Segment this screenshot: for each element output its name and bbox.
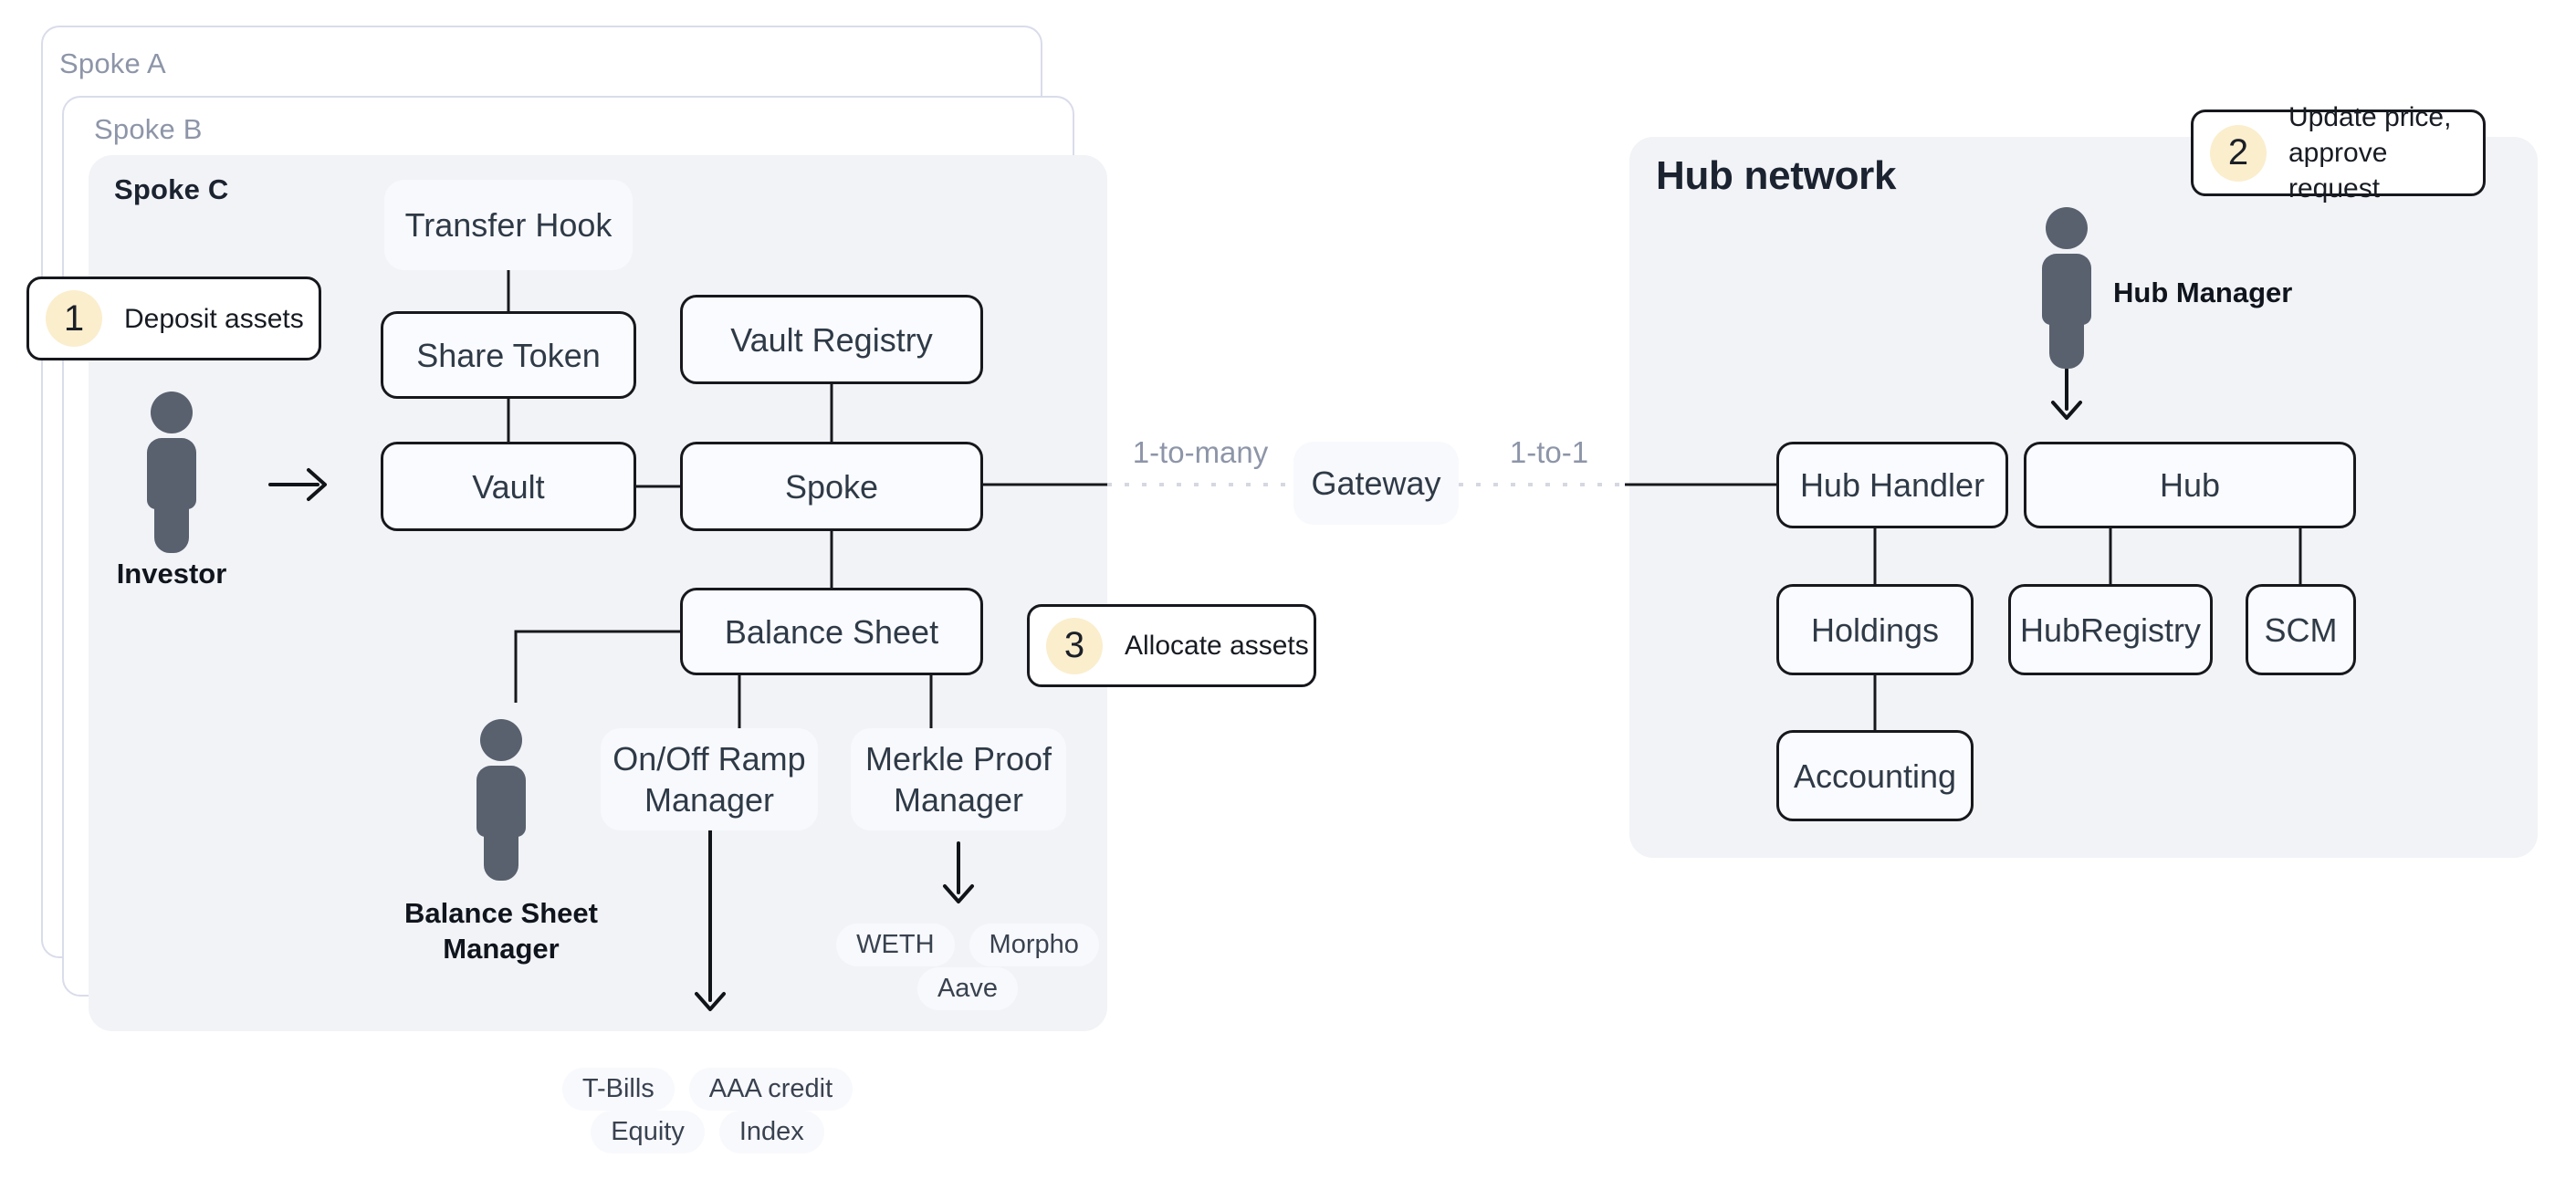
person-legs	[2049, 312, 2084, 369]
node-merkle-proof-manager: Merkle Proof Manager	[851, 728, 1066, 830]
pill-tbills: T-Bills	[561, 1068, 675, 1112]
offchain-pills-row-1: T-Bills AAA credit	[561, 1068, 853, 1112]
node-spoke: Spoke	[680, 442, 983, 531]
step-2-number: 2	[2210, 124, 2267, 182]
pill-weth: WETH	[836, 924, 955, 967]
node-hub-registry: HubRegistry	[2008, 584, 2213, 675]
node-transfer-hook: Transfer Hook	[384, 180, 633, 270]
hub-manager-person-icon	[2042, 207, 2091, 369]
hub-manager-label: Hub Manager	[2113, 277, 2293, 308]
edge-balancesheet-manager	[514, 630, 680, 703]
step-badge-3: 3 Allocate assets	[1027, 604, 1316, 687]
asset-pills-row-1: WETH Morpho	[836, 924, 1099, 967]
person-head	[151, 391, 193, 433]
one-to-many-label: 1-to-many	[1132, 435, 1269, 469]
step-3-number: 3	[1046, 617, 1103, 674]
offchain-pills-row-2: Equity Index	[566, 1111, 849, 1154]
investor-label: Investor	[116, 558, 227, 590]
investor-arrow-head	[307, 468, 327, 501]
node-balance-sheet: Balance Sheet	[680, 588, 983, 675]
spoke-a-label: Spoke A	[59, 47, 166, 79]
spoke-b-label: Spoke B	[94, 113, 203, 145]
hub-network-title: Hub network	[1656, 153, 1897, 198]
pill-aave: Aave	[916, 967, 1019, 1011]
node-hub: Hub	[2024, 442, 2356, 528]
pill-equity: Equity	[591, 1111, 705, 1154]
merkle-arrow-head	[943, 884, 974, 903]
step-2-label: Update price, approve request	[2288, 102, 2452, 204]
node-gateway: Gateway	[1293, 442, 1459, 525]
one-to-one-label: 1-to-1	[1509, 435, 1589, 469]
pill-index: Index	[718, 1111, 824, 1154]
step-badge-1: 1 Deposit assets	[26, 277, 321, 360]
node-scm: SCM	[2246, 584, 2356, 675]
hubmanager-arrow-head	[2051, 401, 2082, 420]
step-badge-2: 2 Update price, approve request	[2191, 102, 2486, 204]
node-vault-registry: Vault Registry	[680, 295, 983, 384]
investor-person-icon	[147, 391, 196, 553]
onofframp-arrow-head	[695, 992, 726, 1011]
person-head	[2046, 207, 2088, 249]
node-share-token: Share Token	[381, 311, 636, 399]
node-accounting: Accounting	[1776, 730, 1974, 821]
node-vault: Vault	[381, 442, 636, 531]
person-legs	[154, 496, 189, 553]
person-legs	[484, 824, 518, 881]
pill-morpho: Morpho	[969, 924, 1099, 967]
asset-pills-row-2: Aave	[840, 967, 1095, 1011]
step-1-label: Deposit assets	[124, 303, 304, 334]
step-1-number: 1	[46, 290, 102, 347]
node-onoff-ramp-manager: On/Off Ramp Manager	[601, 728, 818, 830]
node-holdings: Holdings	[1776, 584, 1974, 675]
person-head	[480, 719, 522, 761]
pill-aaa-credit: AAA credit	[688, 1068, 853, 1112]
spoke-c-label: Spoke C	[114, 173, 229, 205]
step-3-label: Allocate assets	[1125, 631, 1309, 661]
balance-sheet-manager-person-icon	[476, 719, 526, 881]
node-hub-handler: Hub Handler	[1776, 442, 2008, 528]
balance-sheet-manager-label: Balance Sheet Manager	[404, 897, 598, 965]
